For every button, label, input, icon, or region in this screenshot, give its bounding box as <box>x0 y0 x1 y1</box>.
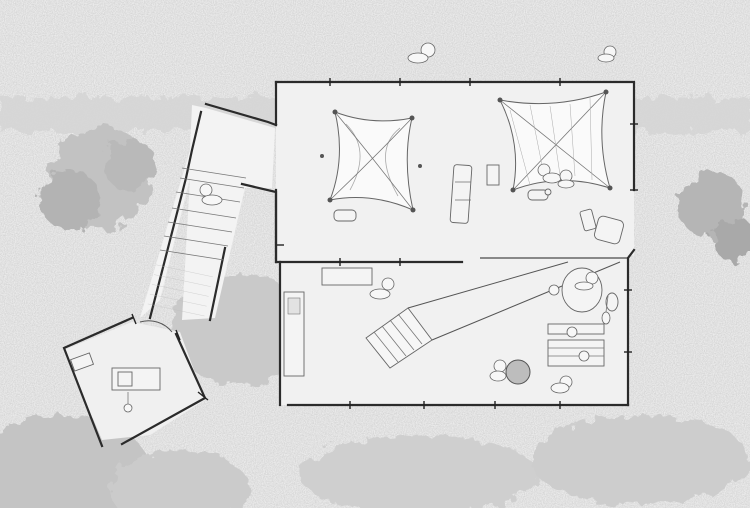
door-swing <box>139 320 173 333</box>
canopy-left <box>320 109 422 213</box>
person-top-2 <box>597 45 617 63</box>
canopy-ribs <box>509 97 593 186</box>
kitchen-counter <box>321 267 373 286</box>
person-bottom-2 <box>550 375 573 394</box>
person-beanbag <box>574 271 599 291</box>
person-canopy-1 <box>537 163 562 184</box>
tree-right <box>678 171 750 262</box>
person-bench-2 <box>578 350 590 362</box>
person-kitchen <box>369 277 395 300</box>
guitar-icon <box>601 295 611 325</box>
round-table <box>505 359 531 385</box>
person-canopy-2 <box>557 169 575 189</box>
deck-posts <box>276 78 638 409</box>
armchair <box>579 208 624 245</box>
people <box>199 42 617 394</box>
person-top-1 <box>407 42 436 64</box>
person-bridge <box>199 183 223 206</box>
person-side <box>548 284 560 296</box>
pavilion-hexagon <box>62 313 209 448</box>
tree-left <box>40 126 156 230</box>
stool-left <box>333 209 357 222</box>
lounge-chair <box>449 164 473 224</box>
person-bench-1 <box>566 326 578 338</box>
person-bottom-1 <box>489 359 507 382</box>
small-seat <box>486 164 500 186</box>
sink-counter <box>283 291 305 377</box>
bench-right <box>544 188 552 196</box>
bridge-treads <box>159 167 247 261</box>
entry-bridge <box>140 102 278 322</box>
canopy-right <box>497 89 613 193</box>
